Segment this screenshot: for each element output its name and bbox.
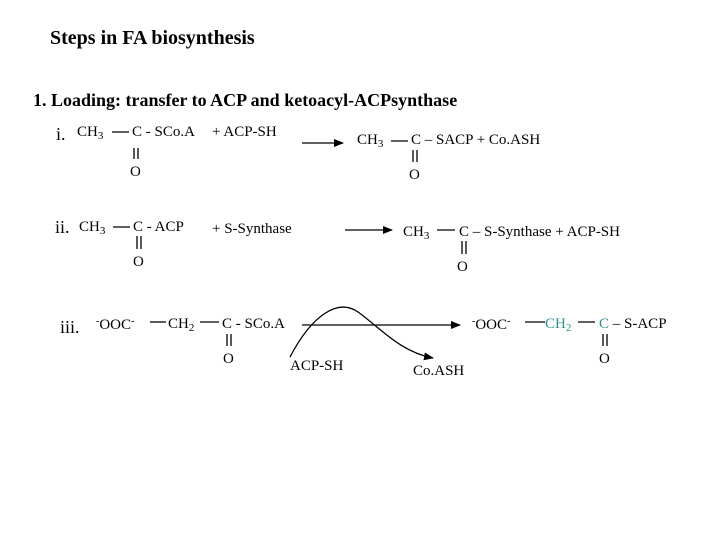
step-iii-product-carboxylate: -OOC- [472, 316, 511, 333]
step-iii-product-oxygen: O [599, 351, 610, 367]
step-i-reactant-group: C - SCo.A [132, 124, 195, 140]
step-iii-reactant-oxygen: O [223, 351, 234, 367]
step-ii-reagent: + S-Synthase [212, 221, 292, 237]
step-ii-reactant-ch3: CH3 [79, 219, 106, 237]
step-iii-enzyme-in: ACP-SH [290, 358, 344, 374]
step-i-product-ch3: CH3 [357, 132, 384, 150]
step-iii-product-ch2: CH2 [545, 316, 572, 334]
step-ii-product-oxygen: O [457, 259, 468, 275]
step-iii-enzyme-out: Co.ASH [413, 363, 465, 379]
step-ii-reactant-oxygen: O [133, 254, 144, 270]
step-iii-reactant-group: C - SCo.A [222, 316, 285, 332]
step-ii-product-ch3: CH3 [403, 224, 430, 242]
curved-arrow-iii [289, 306, 434, 361]
step-i-reagent: + ACP-SH [212, 124, 277, 140]
step-i-reactant-oxygen: O [130, 164, 141, 180]
step-i-product-oxygen: O [409, 167, 420, 183]
step-iii-carboxylate: -OOC- [96, 316, 135, 333]
slide-subtitle: 1. Loading: transfer to ACP and ketoacyl… [33, 90, 458, 110]
step-i-reactant-ch3: CH3 [77, 124, 104, 142]
step-iii-product-group: C – S-ACP [599, 316, 667, 332]
step-ii-numeral: ii. [55, 217, 70, 237]
step-ii-product-group: C – S-Synthase + ACP-SH [459, 224, 620, 240]
slide-title: Steps in FA biosynthesis [50, 27, 255, 49]
step-i-product-group: C – SACP + Co.ASH [411, 132, 541, 148]
step-iii-numeral: iii. [60, 317, 80, 337]
step-ii-reactant-group: C - ACP [133, 219, 184, 235]
step-iii-ch2: CH2 [168, 316, 195, 334]
step-i-numeral: i. [56, 124, 66, 144]
